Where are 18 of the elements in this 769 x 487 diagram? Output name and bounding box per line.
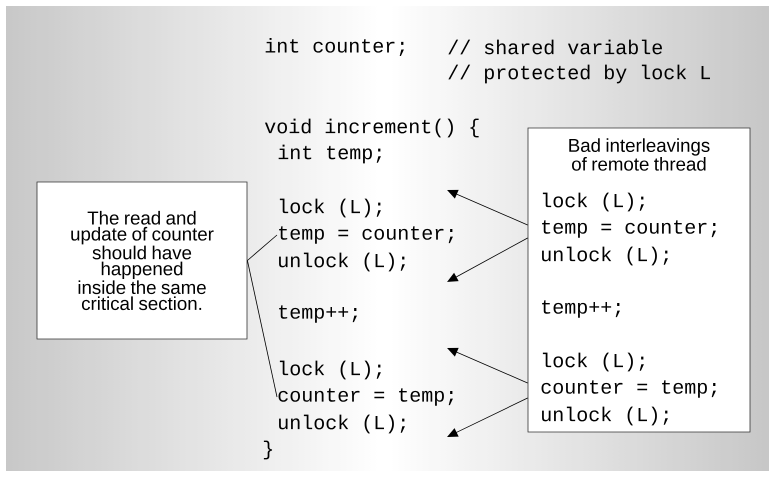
code-line: } (264, 440, 272, 460)
code-line: // shared variable (448, 40, 662, 54)
code-line: temp = counter; (279, 226, 453, 244)
text-box: Bad interleavings of remote thread lock (L); temp = counter; unlock (L); temp++; lock (L); counter = temp; unlock (L); (528, 128, 750, 432)
leader-line (247, 234, 278, 261)
code-line: unlock (L); (279, 252, 405, 272)
code-line: unlock (L); (279, 414, 405, 434)
callout-box: The read and update of counter should have happened inside the same critical section. (36, 182, 248, 340)
code-line: int temp; (278, 144, 381, 164)
code-line: void increment() { (264, 118, 479, 138)
code-line: temp++; (279, 305, 357, 323)
code-line: lock (L); (280, 198, 381, 218)
code-line: lock (L); (280, 360, 381, 380)
arrow (447, 238, 528, 282)
code-line: counter = temp; (278, 388, 453, 406)
code-line: // protected by lock L (448, 64, 710, 84)
leader-line (247, 260, 278, 398)
code-line: int counter; (266, 38, 404, 56)
